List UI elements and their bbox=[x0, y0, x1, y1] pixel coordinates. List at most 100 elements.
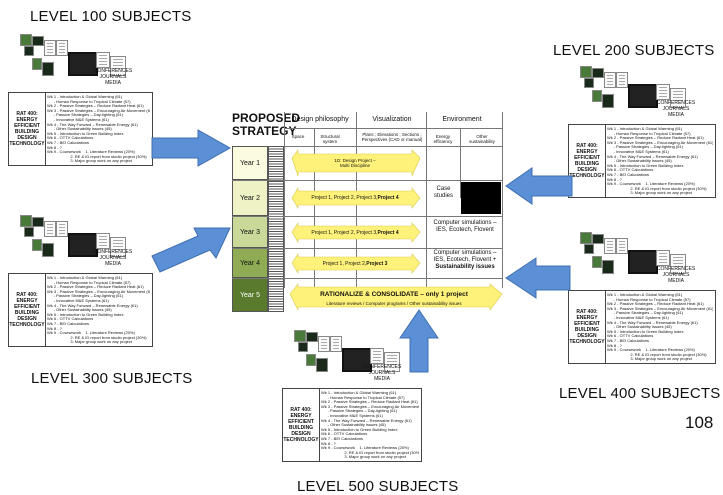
thumbnail-image bbox=[384, 352, 400, 372]
conference-line: MEDIA bbox=[105, 261, 121, 267]
syllabus-line: Wk 2 - Passive Strategies – Reduce Radia… bbox=[607, 301, 704, 307]
conference-line: CONFERENCES bbox=[93, 249, 133, 255]
band-year-4 bbox=[291, 253, 421, 275]
syllabus-line: 3. Major group work on any project bbox=[321, 454, 406, 459]
thumbnail-image bbox=[56, 40, 68, 56]
thumbnail-image bbox=[584, 78, 594, 88]
syllabus-line: - Innovative M&E Systems (61) bbox=[47, 297, 109, 303]
syllabus-line: - Innovative M&E Systems (61) bbox=[607, 148, 669, 154]
grid-line bbox=[232, 146, 502, 147]
syllabus-line: Wk 1 - Introduction & Global Warming (61… bbox=[607, 293, 683, 297]
syllabus-line: Wk 8 - ? bbox=[47, 144, 62, 150]
thumbnail-image bbox=[616, 72, 628, 88]
band-year-3-text: Project 1, Project 2, Project 3, Project… bbox=[298, 226, 412, 239]
thumbnail-image bbox=[42, 62, 54, 76]
syllabus-line: Wk 9 - Coursework 1. Literature Reviews … bbox=[607, 181, 695, 187]
subject-code-line: TECHNOLOGY bbox=[283, 437, 319, 443]
syllabus-line: Wk 5 - Introduction to Green Building In… bbox=[321, 426, 398, 432]
thumbnail-image bbox=[306, 332, 318, 342]
thumbnail-image bbox=[370, 348, 384, 364]
syllabus-line: Wk 5 - Introduction to Green Building In… bbox=[47, 311, 124, 317]
env-year-4-line2: IES, Ecotech, Flovent + bbox=[433, 257, 497, 263]
syllabus-line: - Innovative M&E Systems (61) bbox=[47, 116, 109, 122]
syllabus-line: Wk 4 - The Way Forward – Renewable Energ… bbox=[47, 121, 138, 127]
thumbnail-image bbox=[20, 215, 32, 227]
syllabus-line: Wk 4 - The Way Forward – Renewable Energ… bbox=[47, 302, 138, 308]
syllabus-line: Wk 5 - Introduction to Green Building In… bbox=[607, 328, 684, 334]
subject-code-line: EFFICIENT bbox=[574, 321, 600, 327]
syllabus-line: 2. RE & ID report from studio project (3… bbox=[607, 351, 707, 357]
conference-line: CONFERENCES bbox=[93, 68, 133, 74]
syllabus-line: Wk 1 - Introduction & Global Warming (61… bbox=[321, 391, 397, 395]
syllabus-line: 2. RE & ID report from studio project (3… bbox=[607, 185, 707, 191]
thumbnail-image bbox=[628, 84, 658, 108]
syllabus-line: - Other Sustainability Issues (45) bbox=[607, 158, 672, 164]
band-year-4-highlight: Project 3 bbox=[366, 260, 388, 267]
syllabus-line: - Passive Strategies – Day-lighting (61) bbox=[607, 144, 684, 150]
band-year-2-highlight: Project 4 bbox=[377, 195, 399, 201]
conference-line: MEDIA bbox=[668, 112, 684, 118]
grid-line bbox=[232, 180, 502, 181]
strategy-title-line1: PROPOSED bbox=[232, 111, 301, 125]
syllabus-line: - Human Response to Tropical Climate (57… bbox=[607, 130, 691, 136]
year-stripes bbox=[268, 146, 284, 312]
conference-line: JOURNALS bbox=[368, 370, 396, 376]
syllabus-line: - Other Sustainability Issues (45) bbox=[321, 422, 386, 428]
grid-line bbox=[232, 278, 502, 279]
band-year-5-subtext: Literature reviews / Computer programs /… bbox=[326, 301, 462, 306]
band-year-1 bbox=[291, 149, 421, 177]
subject-code-line: DESIGN bbox=[577, 167, 597, 173]
thumbnail-image bbox=[604, 72, 616, 88]
syllabus-line: Wk 6 - OTTV Calculations bbox=[47, 316, 94, 322]
syllabus-line: Wk 9 - Coursework 1. Literature Reviews … bbox=[47, 149, 135, 155]
syllabus-line: Wk 9 - Coursework 1. Literature Reviews … bbox=[47, 330, 135, 336]
page-number: 108 bbox=[685, 413, 714, 432]
subject-code-line: BUILDING bbox=[14, 129, 40, 135]
syllabus-line: Wk 7 - BEI Calculations bbox=[321, 435, 364, 441]
band-year-3 bbox=[291, 222, 421, 244]
syllabus-line: Wk 7 - BEI Calculations bbox=[607, 171, 650, 177]
grid-line bbox=[314, 128, 315, 288]
thumbnail-image bbox=[32, 36, 44, 46]
syllabus-line: Wk 6 - OTTV Calculations bbox=[47, 135, 94, 141]
subject-code-line: ENERGY bbox=[290, 413, 312, 419]
thumbnail-image bbox=[44, 221, 56, 237]
arrow-500 bbox=[399, 309, 439, 373]
thumbnail-image bbox=[592, 234, 604, 244]
thumbnail-image bbox=[602, 94, 614, 108]
syllabus-line: Wk 8 - ? bbox=[607, 342, 622, 348]
syllabus-line: - Other Sustainability Issues (45) bbox=[607, 324, 672, 330]
case-studies-label: Case studies bbox=[433, 186, 453, 199]
subject-code-line: EFFICIENT bbox=[574, 155, 600, 161]
level-300-label: LEVEL 300 SUBJECTS bbox=[31, 370, 193, 387]
grid-line bbox=[426, 112, 427, 288]
syllabus-line: Wk 2 - Passive Strategies – Reduce Radia… bbox=[607, 135, 704, 141]
subject-code-line: TECHNOLOGY bbox=[9, 141, 45, 147]
syllabus-lines: Wk 1 - Introduction & Global Warming (61… bbox=[321, 391, 419, 459]
subject-code-line: DESIGN bbox=[17, 135, 37, 141]
proposed-strategy-grid: PROPOSED STRATEGY Design philosophy Visu… bbox=[232, 112, 504, 314]
subject-code-line: ENERGY bbox=[576, 315, 598, 321]
band-year-1-text: 1D: Design Project – Multi Discipline bbox=[334, 158, 376, 168]
syllabus-line: Wk 3 - Passive Strategies – Encouraging … bbox=[607, 305, 713, 311]
thumbnail-image bbox=[602, 260, 614, 274]
syllabus-line: Wk 2 - Passive Strategies – Reduce Radia… bbox=[47, 103, 144, 109]
year-5-cell: Year 5 bbox=[232, 278, 268, 312]
conference-line: JOURNALS bbox=[662, 106, 690, 112]
subheader-plans: Plans ; Elevations ; Sections ; Perspect… bbox=[361, 132, 423, 142]
conference-line: JOURNALS bbox=[99, 255, 127, 261]
thumbnail-image bbox=[604, 238, 616, 254]
arrow-100 bbox=[151, 129, 232, 167]
syllabus-line: Wk 5 - Introduction to Green Building In… bbox=[607, 162, 684, 168]
subject-code-line: TECHNOLOGY bbox=[569, 173, 605, 179]
thumbnail-image bbox=[68, 233, 98, 257]
year-4-cell: Year 4 bbox=[232, 248, 268, 278]
